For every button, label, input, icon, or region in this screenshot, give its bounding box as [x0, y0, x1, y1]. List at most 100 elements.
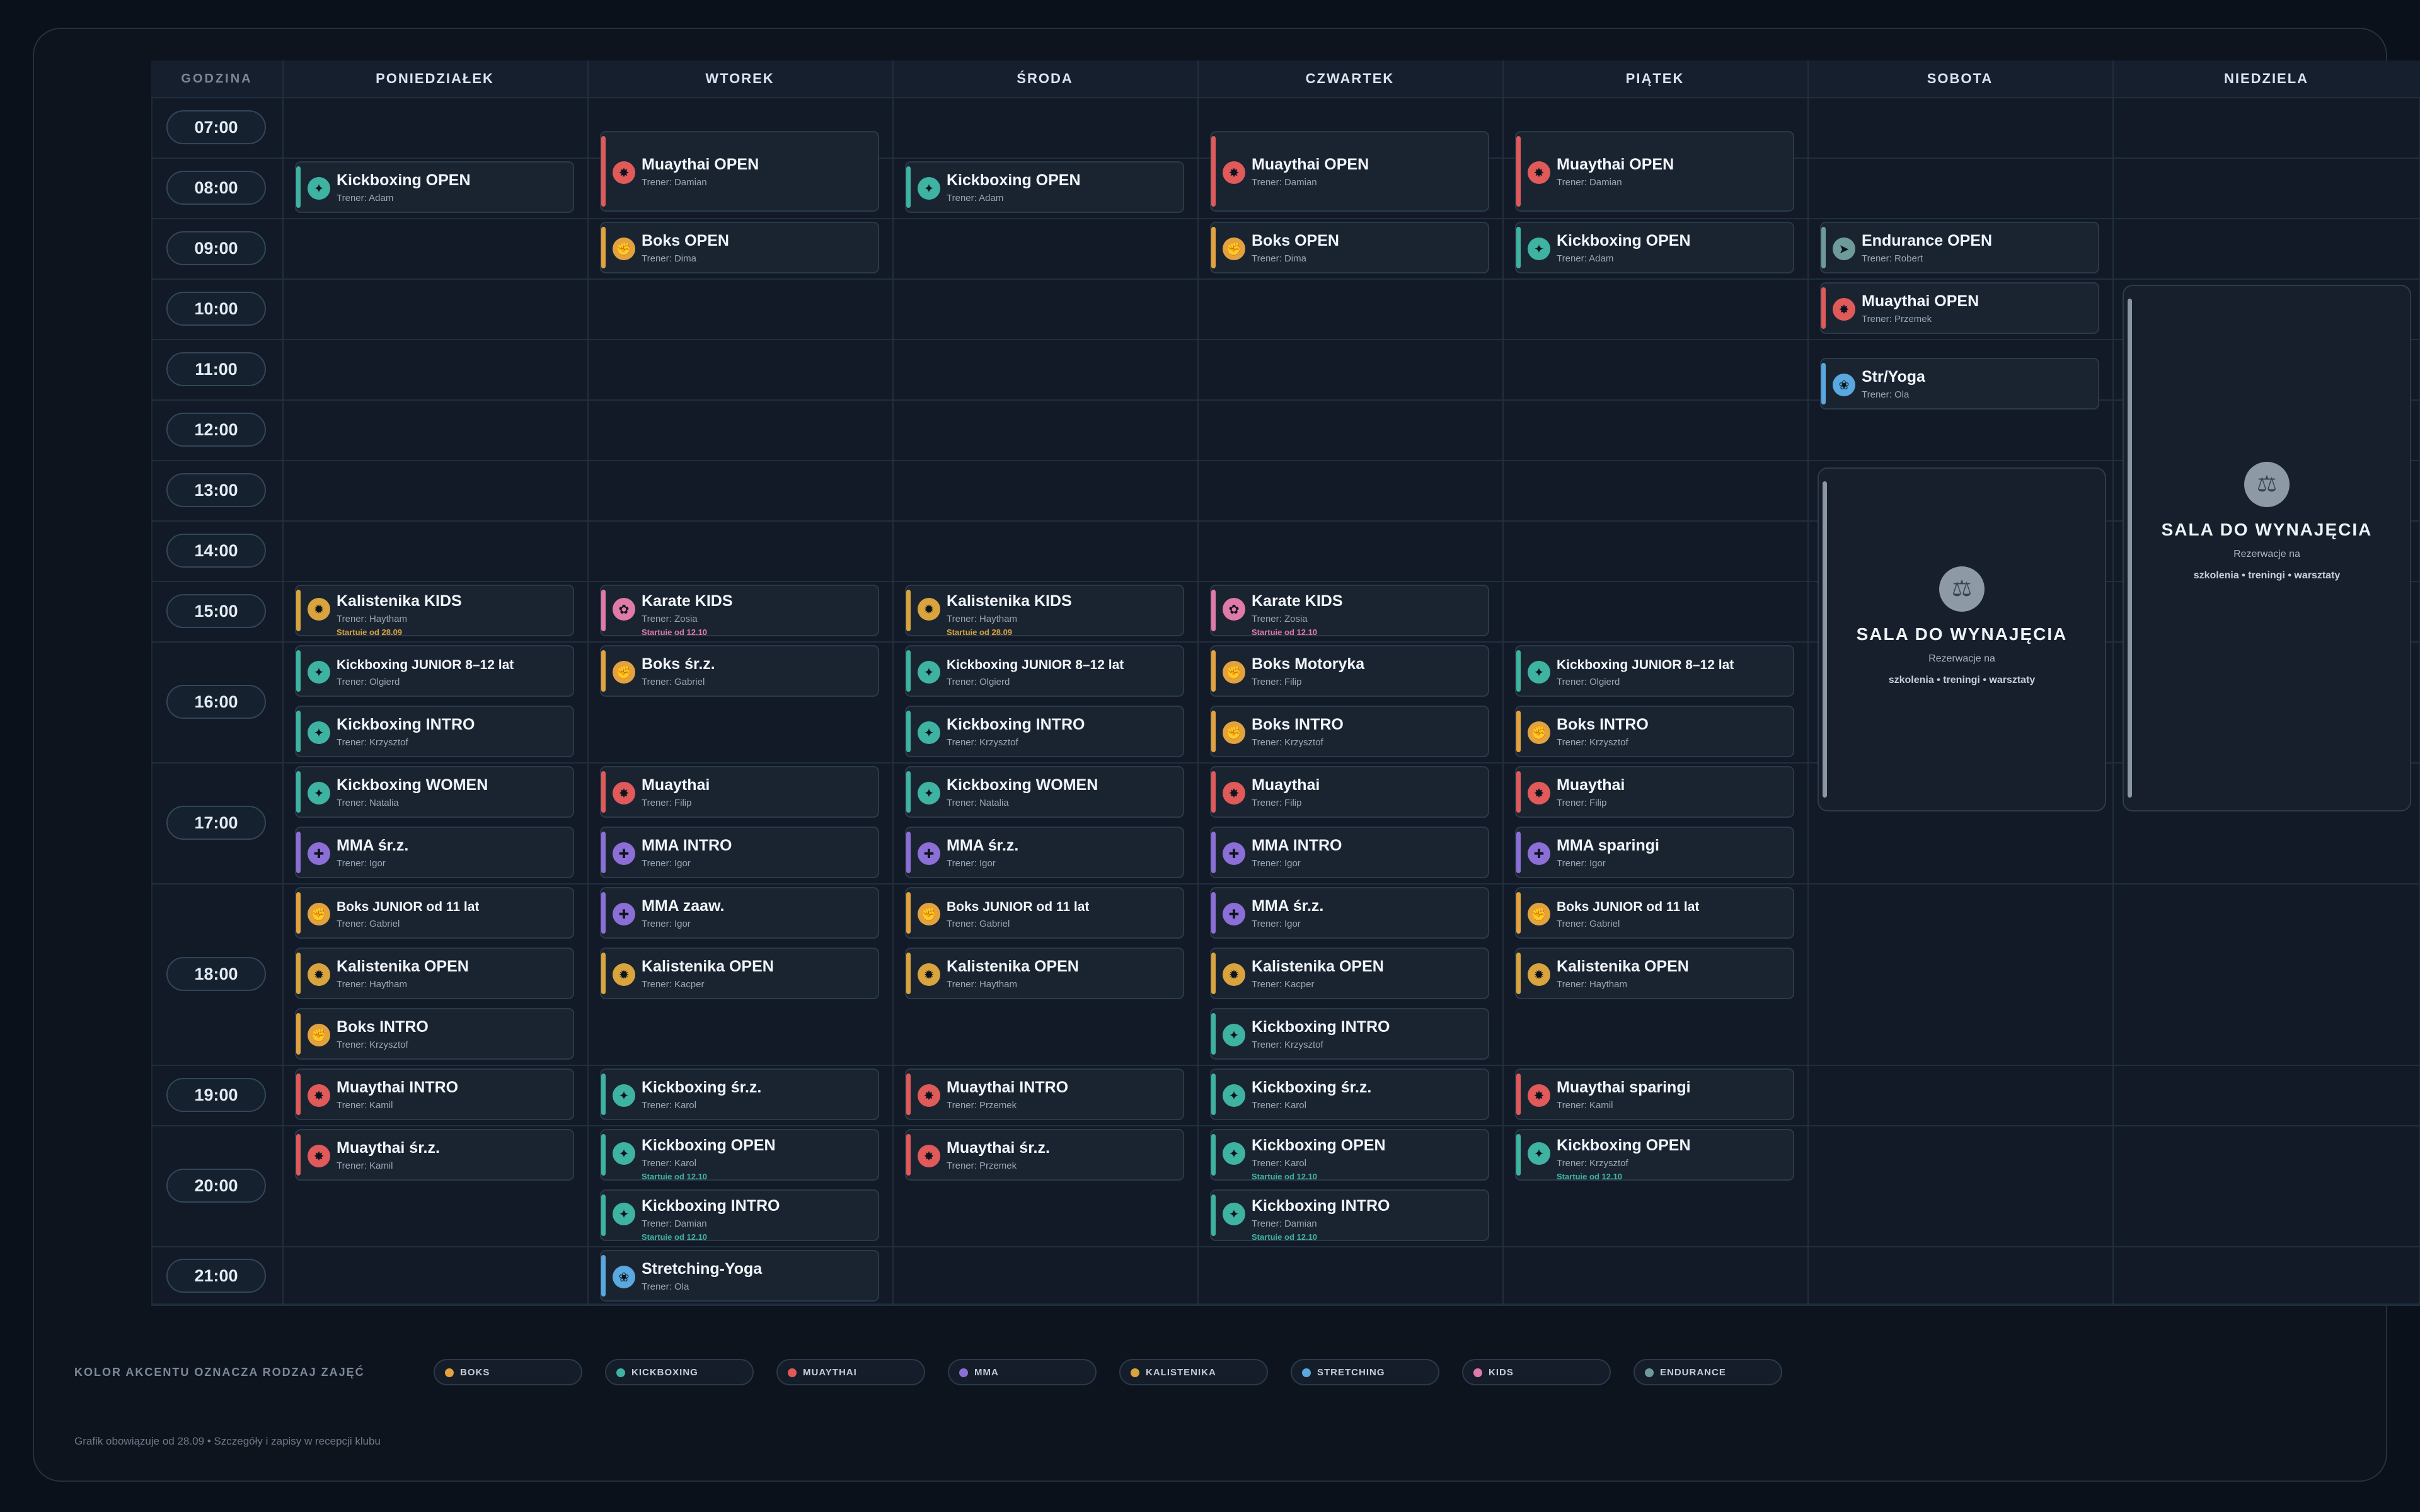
accent-bar [1211, 590, 1216, 631]
class-title: Stretching-Yoga [642, 1260, 763, 1278]
class-trainer: Trener: Haytham [947, 979, 1017, 990]
accent-bar [906, 771, 911, 813]
fighter-icon: ✦ [918, 721, 940, 744]
class-title: Kalistenika OPEN [1252, 958, 1384, 975]
rental-title: SALA DO WYNAJĘCIA [1856, 624, 2068, 644]
class-card[interactable]: ✚MMA zaaw.Trener: Igor [600, 887, 879, 939]
class-card[interactable]: ✸Muaythai śr.z.Trener: Przemek [905, 1129, 1184, 1181]
legend-item-label: MMA [974, 1367, 999, 1378]
accent-bar [1211, 711, 1216, 752]
class-trainer: Trener: Olgierd [1557, 677, 1620, 687]
accent-bar [1211, 136, 1216, 207]
class-trainer: Trener: Damian [1252, 1218, 1317, 1229]
accent-bar [601, 1134, 606, 1176]
class-card[interactable]: ✦Kickboxing śr.z.Trener: Karol [600, 1068, 879, 1120]
class-title: MMA śr.z. [337, 837, 409, 854]
fighter-icon: ❀ [1833, 374, 1855, 396]
class-title: Kickboxing INTRO [337, 716, 475, 733]
legend-item-label: KALISTENIKA [1146, 1367, 1216, 1378]
class-card[interactable]: ✸Muaythai śr.z.Trener: Kamil [295, 1129, 574, 1181]
class-trainer: Trener: Zosia [1252, 614, 1308, 624]
time-label: 10:00 [166, 292, 266, 326]
class-card[interactable]: ✚MMA śr.z.Trener: Igor [295, 827, 574, 878]
time-label: 12:00 [166, 413, 266, 447]
legend-item-label: STRETCHING [1317, 1367, 1385, 1378]
time-label: 16:00 [166, 685, 266, 719]
class-title: Kickboxing OPEN [1557, 1137, 1691, 1154]
class-trainer: Trener: Damian [1557, 177, 1622, 188]
class-trainer: Trener: Adam [947, 193, 1004, 203]
class-card[interactable]: ✚MMA śr.z.Trener: Igor [1210, 887, 1489, 939]
accent-bar [1516, 650, 1521, 692]
class-card[interactable]: ✊Boks śr.z.Trener: Gabriel [600, 645, 879, 697]
accent-bar [1211, 832, 1216, 873]
class-title: Muaythai [1557, 776, 1625, 794]
row-divider [151, 339, 2420, 340]
accent-bar [1516, 711, 1521, 752]
class-title: Muaythai INTRO [337, 1079, 459, 1096]
class-title: Muaythai śr.z. [947, 1139, 1050, 1157]
class-card[interactable]: ✚MMA śr.z.Trener: Igor [905, 827, 1184, 878]
fighter-icon: ✹ [1223, 963, 1245, 986]
fighter-icon: ✸ [613, 782, 635, 805]
class-title: Kalistenika OPEN [337, 958, 469, 975]
accent-bar [1211, 1074, 1216, 1115]
class-card[interactable]: ✦Kickboxing śr.z.Trener: Karol [1210, 1068, 1489, 1120]
row-divider [151, 1246, 2420, 1247]
time-label: 14:00 [166, 534, 266, 568]
accent-bar [601, 832, 606, 873]
